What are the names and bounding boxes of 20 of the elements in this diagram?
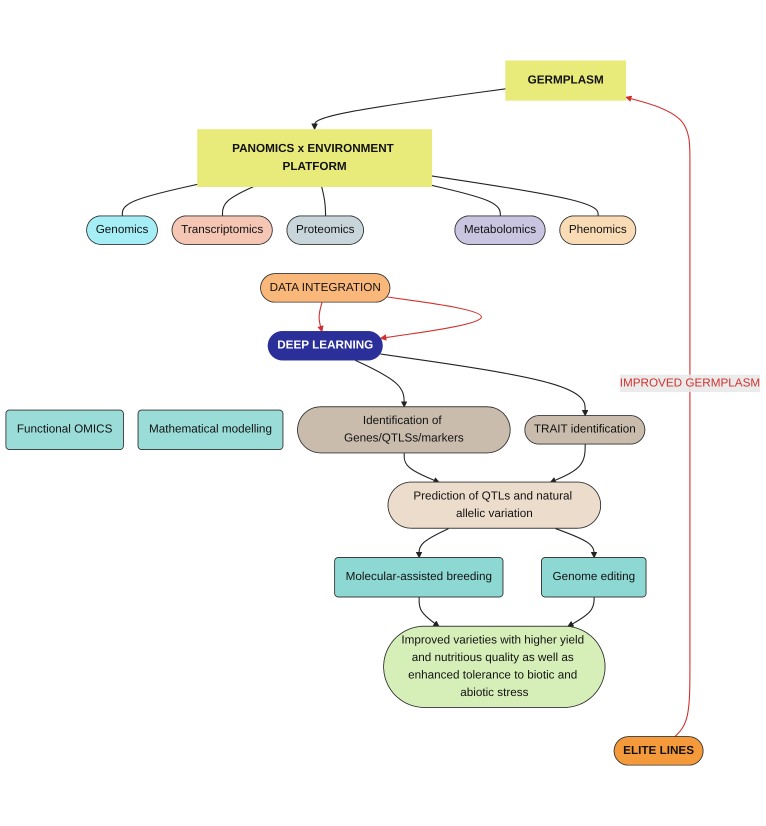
connector [432, 175, 599, 216]
arrow [380, 353, 588, 416]
arrow [355, 360, 408, 408]
connector [222, 186, 254, 216]
edge-label: IMPROVED GERMPLASM [620, 376, 760, 390]
arrow [380, 296, 482, 341]
arrow [555, 528, 598, 558]
connector [321, 186, 326, 216]
connector [432, 184, 501, 216]
arrow [416, 528, 449, 558]
arrow [311, 88, 506, 130]
arrow [317, 302, 324, 332]
connector [122, 184, 198, 216]
arrow [404, 453, 440, 484]
node-box: GERMPLASM [505, 60, 626, 101]
arrow [550, 444, 586, 484]
arrow [625, 96, 690, 738]
arrow [567, 597, 595, 627]
node-box: PANOMICS x ENVIRONMENT PLATFORM [197, 129, 432, 187]
arrow [418, 597, 440, 627]
